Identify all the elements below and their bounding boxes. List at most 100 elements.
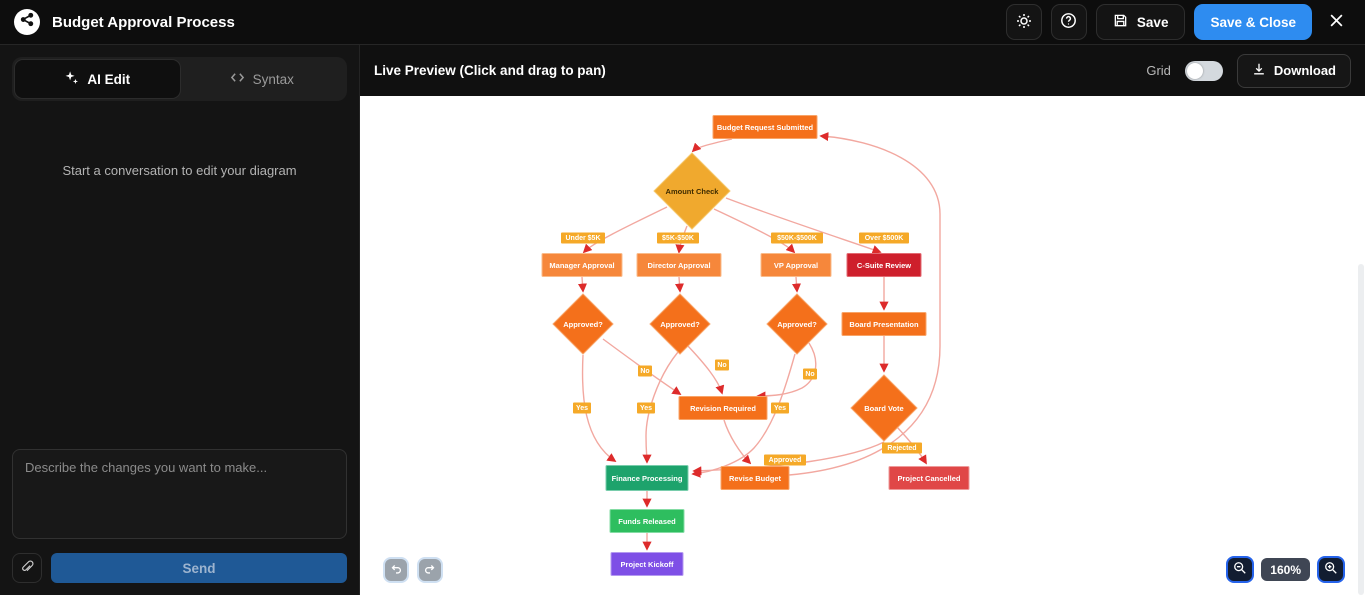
vertical-scrollbar[interactable]	[1358, 264, 1364, 595]
floppy-icon	[1113, 13, 1128, 31]
node-amount-check: Amount Check	[653, 152, 731, 230]
attach-button[interactable]	[12, 553, 42, 583]
close-button[interactable]	[1321, 7, 1351, 37]
save-button[interactable]: Save	[1095, 4, 1186, 40]
edge-label: Yes	[771, 402, 789, 414]
node-revise-budget: Revise Budget	[720, 466, 790, 490]
node-c-suite-review: C-Suite Review	[846, 253, 922, 277]
page-title: Budget Approval Process	[52, 13, 235, 31]
preview-panel: Live Preview (Click and drag to pan) Gri…	[360, 45, 1365, 595]
svg-text:Director Approval: Director Approval	[647, 261, 710, 270]
node-project-kickoff: Project Kickoff	[610, 552, 684, 576]
svg-text:Revise Budget: Revise Budget	[729, 474, 782, 483]
edge-label: Yes	[573, 402, 591, 414]
sun-icon	[1016, 13, 1032, 32]
preview-header: Live Preview (Click and drag to pan) Gri…	[360, 45, 1365, 96]
edge-label: Under $5K	[561, 232, 605, 244]
edge-label: $50K-$500K	[771, 232, 823, 244]
chat-composer: Send	[12, 449, 347, 583]
edge-label: No	[715, 359, 729, 371]
close-icon	[1329, 13, 1344, 31]
svg-text:Amount Check: Amount Check	[666, 187, 720, 196]
zoom-level-badge: 160%	[1261, 558, 1310, 581]
svg-text:Board Presentation: Board Presentation	[849, 320, 919, 329]
paperclip-icon	[20, 559, 34, 577]
edge-label: No	[638, 365, 652, 377]
app-logo	[14, 9, 40, 35]
grid-toggle-knob	[1186, 62, 1203, 79]
svg-text:No: No	[717, 362, 726, 369]
topbar: Budget Approval Process	[0, 0, 1365, 45]
edge-label: Over $500K	[859, 232, 909, 244]
grid-toggle-label: Grid	[1146, 63, 1171, 78]
theme-toggle-button[interactable]	[1005, 4, 1042, 40]
edge-revision-to-revise	[723, 419, 752, 465]
share-icon	[20, 12, 35, 32]
svg-text:Project Kickoff: Project Kickoff	[621, 560, 674, 569]
node-vp-approval: VP Approval	[760, 253, 832, 277]
undo-icon	[389, 562, 403, 579]
node-board-vote: Board Vote	[850, 374, 918, 442]
svg-text:Board Vote: Board Vote	[864, 404, 903, 413]
redo-button[interactable]	[417, 557, 443, 583]
download-button-label: Download	[1273, 63, 1336, 78]
svg-text:$50K-$500K: $50K-$500K	[777, 235, 817, 242]
help-button[interactable]	[1050, 4, 1087, 40]
svg-text:C-Suite Review: C-Suite Review	[857, 261, 911, 270]
tab-ai-edit-label: AI Edit	[87, 71, 131, 87]
svg-text:No: No	[640, 368, 649, 375]
svg-text:Revision Required: Revision Required	[690, 404, 756, 413]
svg-text:Yes: Yes	[640, 405, 652, 412]
svg-text:Rejected: Rejected	[887, 445, 916, 452]
edge-label: $5K-$50K	[657, 232, 699, 244]
svg-text:Yes: Yes	[774, 405, 786, 412]
grid-toggle[interactable]	[1184, 60, 1223, 81]
send-button[interactable]: Send	[51, 553, 347, 583]
tab-syntax-label: Syntax	[252, 71, 294, 87]
node-board-presentation: Board Presentation	[841, 312, 927, 336]
zoom-out-button[interactable]	[1226, 556, 1255, 583]
sidebar: AI Edit Syntax Start a conversation to e…	[0, 45, 360, 595]
edge-approved1-yes-finance	[581, 354, 617, 462]
question-icon	[1060, 12, 1077, 32]
sparkles-icon	[64, 70, 79, 88]
zoom-in-button[interactable]	[1317, 556, 1345, 583]
empty-state-text: Start a conversation to edit your diagra…	[62, 163, 297, 178]
tab-syntax[interactable]: Syntax	[180, 60, 345, 98]
svg-text:Manager Approval: Manager Approval	[549, 261, 614, 270]
svg-text:Approved: Approved	[769, 457, 802, 464]
svg-text:Budget Request Submitted: Budget Request Submitted	[717, 123, 814, 132]
svg-text:Under $5K: Under $5K	[565, 235, 600, 242]
node-project-cancelled: Project Cancelled	[888, 466, 970, 490]
node-approved-3: Approved?	[766, 293, 828, 355]
undo-button[interactable]	[383, 557, 409, 583]
zoom-out-icon	[1233, 561, 1247, 578]
svg-text:Approved?: Approved?	[563, 320, 603, 329]
edge-label: Rejected	[882, 442, 922, 454]
download-button[interactable]: Download	[1236, 53, 1351, 88]
node-approved-1: Approved?	[552, 293, 614, 355]
edge-amount-to-vp	[713, 208, 796, 254]
svg-text:$5K-$50K: $5K-$50K	[662, 235, 694, 242]
node-approved-2: Approved?	[649, 293, 711, 355]
edge-approved2-no-revision	[686, 344, 725, 395]
edge-label: Yes	[637, 402, 655, 414]
svg-text:VP Approval: VP Approval	[774, 261, 818, 270]
edge-label: Approved	[764, 454, 806, 466]
edge-budget-to-amount	[691, 138, 733, 153]
save-and-close-button[interactable]: Save & Close	[1194, 4, 1312, 40]
node-funds-released: Funds Released	[609, 509, 685, 533]
edge-director-to-approved2	[674, 276, 685, 293]
save-button-label: Save	[1136, 14, 1169, 30]
node-director-approval: Director Approval	[636, 253, 722, 277]
chat-input[interactable]	[12, 449, 347, 539]
edge-approved3-no-revision	[756, 342, 817, 401]
tab-ai-edit[interactable]: AI Edit	[15, 60, 180, 98]
edge-label: No	[803, 368, 817, 380]
svg-text:No: No	[805, 371, 814, 378]
node-budget-request: Budget Request Submitted	[712, 115, 818, 139]
edge-amount-to-csuite	[725, 197, 882, 254]
edge-vp-to-approved3	[791, 276, 802, 293]
